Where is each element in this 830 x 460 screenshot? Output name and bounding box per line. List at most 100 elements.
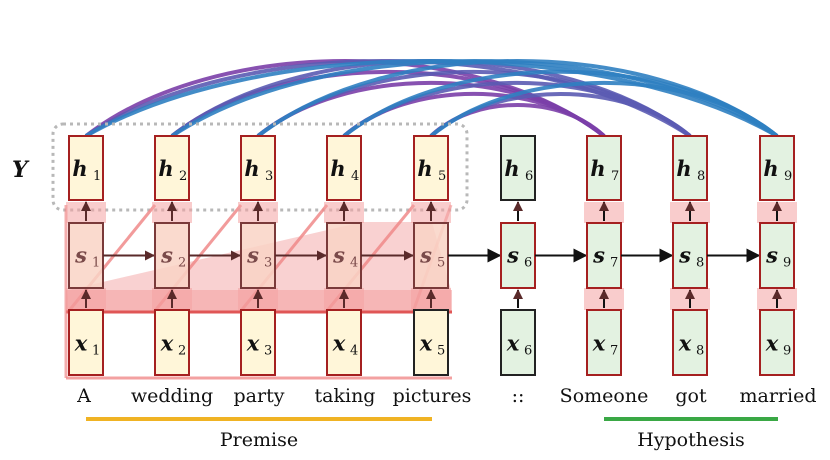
s4-subscript: 4 xyxy=(350,256,358,271)
h7-subscript: 7 xyxy=(611,169,619,184)
s1-subscript: 1 xyxy=(92,256,100,271)
s8-subscript: 8 xyxy=(696,256,704,271)
s9-label: s xyxy=(765,243,778,268)
x7-subscript: 7 xyxy=(610,344,618,359)
h2-label: h xyxy=(158,156,173,181)
x4-subscript: 4 xyxy=(350,344,358,359)
h3-node xyxy=(240,135,276,201)
h6-node xyxy=(500,135,536,201)
h1-node xyxy=(68,135,104,201)
h5-node xyxy=(413,135,449,201)
h5-label: h xyxy=(417,156,432,181)
hypothesis-label: Hypothesis xyxy=(637,429,745,451)
s2-subscript: 2 xyxy=(178,256,186,271)
x8-node xyxy=(672,309,708,376)
word-2: wedding xyxy=(131,385,213,407)
x7-node xyxy=(586,309,622,376)
s3-subscript: 3 xyxy=(264,256,272,271)
x2-node xyxy=(154,309,190,376)
s8-node xyxy=(672,222,708,289)
s6-subscript: 6 xyxy=(524,256,532,271)
x3-subscript: 3 xyxy=(264,344,272,359)
s9-node xyxy=(759,222,795,289)
h6-label: h xyxy=(504,156,519,181)
word-5: pictures xyxy=(393,385,472,407)
h2-subscript: 2 xyxy=(179,169,187,184)
h4-label: h xyxy=(330,156,345,181)
x6-subscript: 6 xyxy=(524,344,532,359)
x9-node xyxy=(759,309,795,376)
x8-label: x xyxy=(678,331,692,356)
x9-subscript: 9 xyxy=(783,344,791,359)
word-4: taking xyxy=(315,385,376,407)
s5-subscript: 5 xyxy=(437,256,445,271)
word-6: :: xyxy=(512,385,525,407)
x3-label: x xyxy=(246,331,260,356)
attention-arc-h7-h4 xyxy=(342,91,606,138)
s7-subscript: 7 xyxy=(610,256,618,271)
word-1: A xyxy=(76,385,91,407)
s4-label: s xyxy=(332,243,345,268)
h8-label: h xyxy=(676,156,691,181)
h7-label: h xyxy=(590,156,605,181)
x4-label: x xyxy=(332,331,346,356)
x9-label: x xyxy=(765,331,779,356)
h3-label: h xyxy=(244,156,259,181)
x1-label: x xyxy=(74,331,88,356)
s2-node xyxy=(154,222,190,289)
x1-node xyxy=(68,309,104,376)
h9-subscript: 9 xyxy=(784,169,792,184)
x7-label: x xyxy=(592,331,606,356)
h3-subscript: 3 xyxy=(265,169,273,184)
word-3: party xyxy=(234,385,285,407)
s7-label: s xyxy=(592,243,605,268)
word-8: got xyxy=(675,385,707,407)
h9-node xyxy=(759,135,795,201)
x8-subscript: 8 xyxy=(696,344,704,359)
h9-label: h xyxy=(763,156,778,181)
word-7: Someone xyxy=(560,385,649,407)
h1-label: h xyxy=(72,156,87,181)
y-label: Y xyxy=(12,157,30,183)
s6-label: s xyxy=(506,243,519,268)
premise-label: Premise xyxy=(220,429,298,451)
word-9: married xyxy=(740,385,817,407)
s8-label: s xyxy=(678,243,691,268)
s9-subscript: 9 xyxy=(783,256,791,271)
s1-node xyxy=(68,222,104,289)
h5-subscript: 5 xyxy=(438,169,446,184)
s7-node xyxy=(586,222,622,289)
x2-label: x xyxy=(160,331,174,356)
s4-node xyxy=(326,222,362,289)
s6-node xyxy=(500,222,536,289)
x1-subscript: 1 xyxy=(92,344,100,359)
s1-label: s xyxy=(74,243,87,268)
x6-node xyxy=(500,309,536,376)
s3-label: s xyxy=(246,243,259,268)
attention-arcs xyxy=(84,59,779,138)
x5-label: x xyxy=(419,331,433,356)
x6-label: x xyxy=(506,331,520,356)
s2-label: s xyxy=(160,243,173,268)
s5-label: s xyxy=(419,243,432,268)
h6-subscript: 6 xyxy=(525,169,533,184)
h8-node xyxy=(672,135,708,201)
h2-node xyxy=(154,135,190,201)
x2-subscript: 2 xyxy=(178,344,186,359)
h4-node xyxy=(326,135,362,201)
h4-subscript: 4 xyxy=(351,169,359,184)
h1-subscript: 1 xyxy=(93,169,101,184)
h8-subscript: 8 xyxy=(697,169,705,184)
